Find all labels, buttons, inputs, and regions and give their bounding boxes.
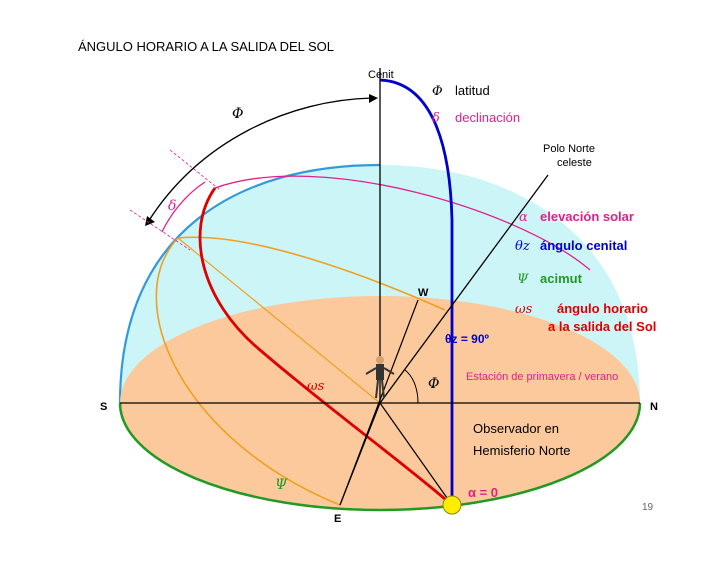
north-pole-label-2: celeste [557,157,592,169]
observer-label-1: Observador en [473,421,559,436]
sun-line [379,402,453,506]
legend-psi-text: acimut [540,271,583,286]
polar-axis [379,174,549,404]
west-label: W [418,287,429,299]
zenith-meridian [379,78,454,505]
phi-center-label: Φ [428,376,439,392]
declination-arc [161,181,206,233]
observer-label-2: Hemisferio Norte [473,443,571,458]
alpha-eq-label: α = 0 [468,485,498,500]
legend-psi-symbol: Ψ [517,272,529,287]
phi-arc-label: Φ [232,106,243,122]
legend-theta-text: ángulo cenital [540,238,627,253]
horizon-arc [118,163,381,404]
page-number: 19 [642,502,654,513]
legend-alpha-symbol: α [519,210,528,225]
season-label: Estación de primavera / verano [466,371,618,383]
east-line [339,402,381,506]
latitude-arc [147,97,373,223]
observer-icon [365,356,395,399]
sun-icon [442,495,462,515]
celestial-equator [155,236,446,506]
psi-bottom-label: Ψ [275,477,288,493]
south-label: S [100,401,107,413]
delta-arc-label: δ [168,198,176,214]
horizon-front-arc [118,402,642,512]
north-pole-label-1: Polo Norte [543,143,595,155]
omega-center-label: ωs [307,379,325,394]
legend-phi-symbol: Φ [432,84,443,99]
legend-omega-text-2: a la salida del Sol [548,319,656,334]
legend-delta-symbol: δ [432,111,440,126]
legend-theta-symbol: θz [515,239,530,254]
east-label: E [334,513,341,525]
legend-delta-text: declinación [455,110,520,125]
declination-tick [129,209,191,251]
phi-angle-arc [404,369,419,404]
declination-tick2 [169,149,221,191]
page-title: ÁNGULO HORARIO A LA SALIDA DEL SOL [78,39,334,54]
declination-circle [214,175,591,271]
equator-radius-line [177,237,381,404]
legend-phi-text: latitud [455,83,490,98]
zenith-label: Cenit [368,69,394,81]
sun-path [198,187,453,507]
latitude-arrow-right [369,94,378,103]
legend-omega-text: ángulo horario [557,301,648,316]
theta-eq-label: θz = 90º [445,332,490,346]
latitude-arrow-left [145,216,155,226]
legend-alpha-text: elevación solar [540,209,634,224]
legend-omega-symbol: ωs [515,302,533,317]
north-label: N [650,401,658,413]
